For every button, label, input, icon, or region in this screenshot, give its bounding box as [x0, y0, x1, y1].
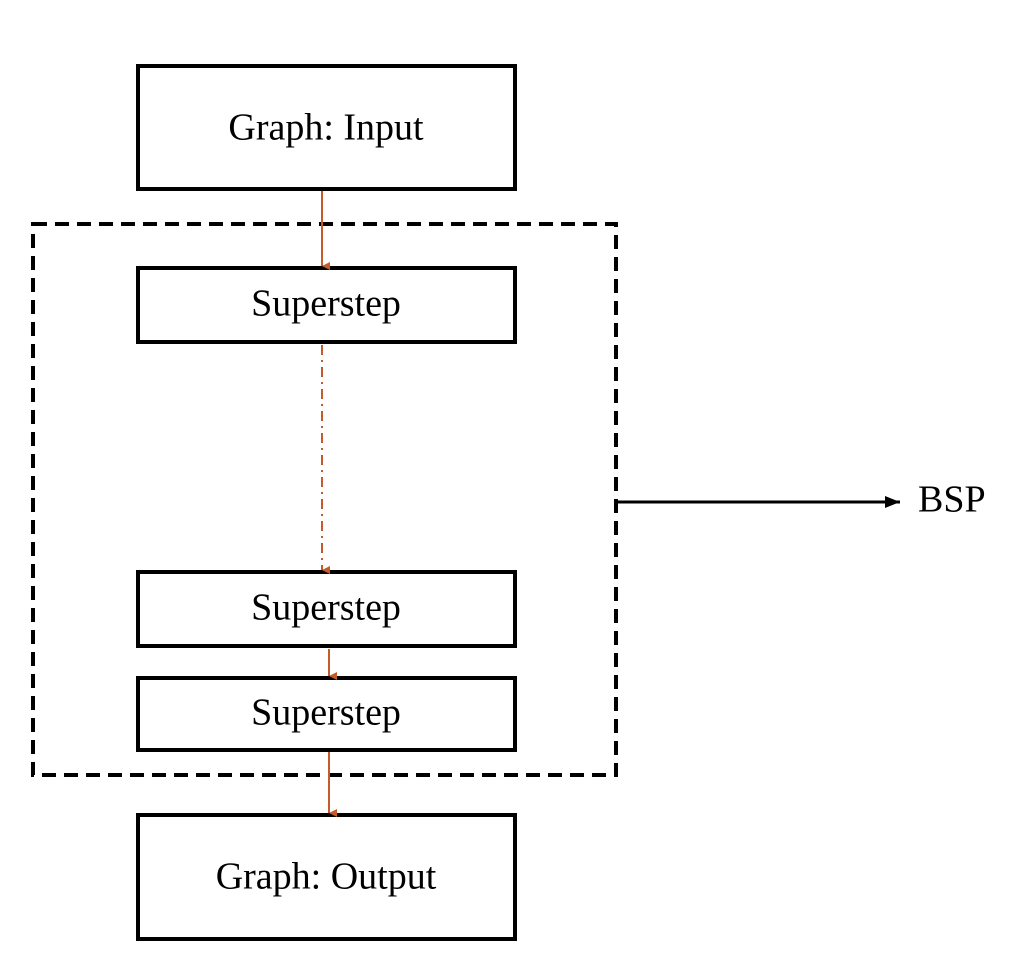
superstep-2-label: Superstep: [251, 587, 401, 629]
graph-output-node: Graph: Output: [136, 813, 517, 941]
superstep-node-2: Superstep: [136, 570, 517, 648]
graph-output-label: Graph: Output: [216, 856, 437, 898]
superstep-1-label: Superstep: [251, 283, 401, 325]
superstep-node-3: Superstep: [136, 676, 517, 752]
bsp-label: BSP: [918, 479, 986, 521]
graph-input-node: Graph: Input: [136, 64, 517, 191]
graph-input-label: Graph: Input: [228, 107, 424, 149]
bsp-group-boundary: [31, 222, 618, 777]
superstep-3-label: Superstep: [251, 692, 401, 734]
superstep-node-1: Superstep: [136, 266, 517, 344]
